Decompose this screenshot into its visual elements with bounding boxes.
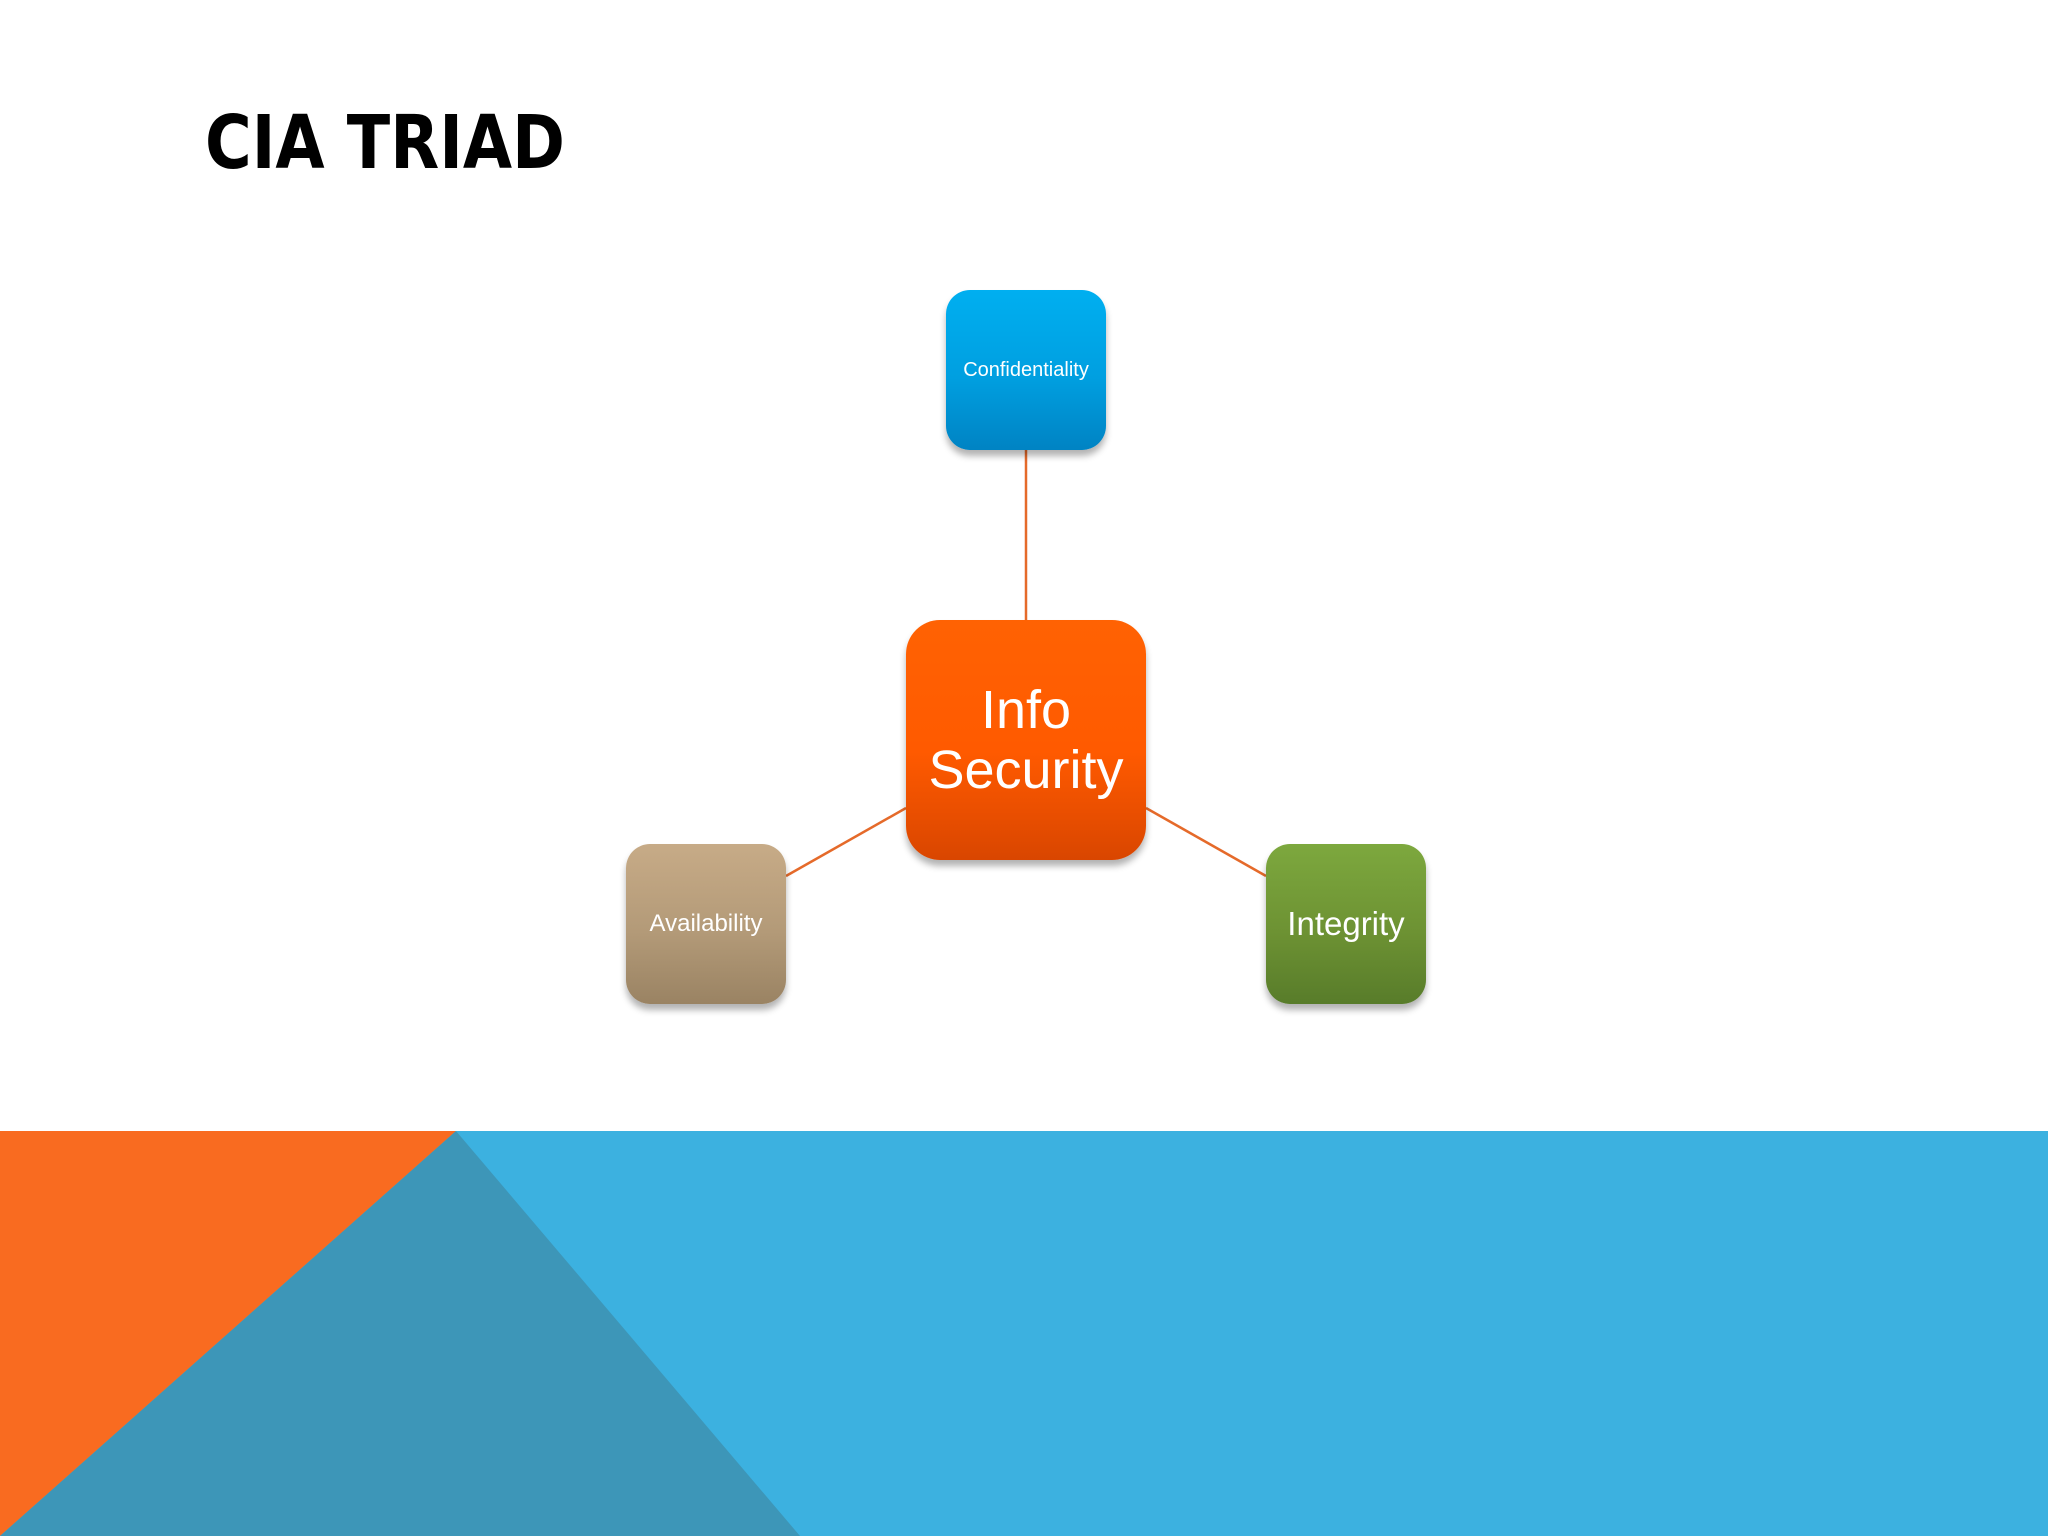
node-availability-label: Availability (649, 909, 763, 937)
connector-availability (785, 806, 907, 878)
node-confidentiality-label: Confidentiality (963, 358, 1089, 381)
decorative-footer-band (0, 1131, 2048, 1536)
node-availability: Availability (626, 844, 786, 1004)
connector-integrity (1145, 806, 1267, 878)
footer-teal-triangle (0, 1131, 800, 1536)
node-confidentiality: Confidentiality (946, 290, 1106, 450)
node-integrity-label: Integrity (1287, 904, 1405, 942)
node-info-security-label: Info Security (928, 679, 1124, 800)
node-info-security: Info Security (906, 620, 1146, 860)
slide-title: CIA TRIAD (205, 100, 565, 186)
node-integrity: Integrity (1266, 844, 1426, 1004)
